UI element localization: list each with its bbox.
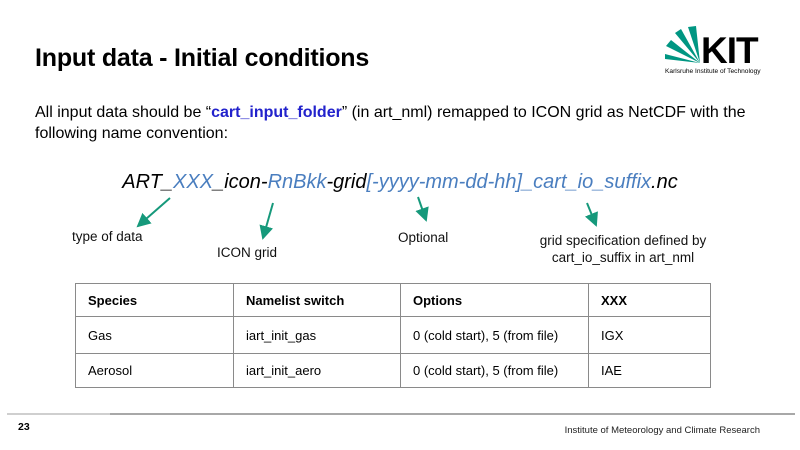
cell-species: Aerosol <box>75 353 234 388</box>
table-row: Aerosol iart_init_aero 0 (cold start), 5… <box>75 353 711 388</box>
filename-seg-xxx: XXX <box>173 171 214 193</box>
intro-after: ” (in art_nml) remapped to ICON grid as … <box>35 104 746 142</box>
cell-xxx: IGX <box>588 316 711 354</box>
cart-input-folder-highlight: cart_input_folder <box>211 104 342 121</box>
annotation-arrows <box>136 196 598 240</box>
filename-seg-nc: .nc <box>651 171 678 193</box>
page-number: 23 <box>18 421 30 433</box>
intro-paragraph: All input data should be “cart_input_fol… <box>35 102 777 144</box>
filename-convention: ART_XXX_icon-RnBkk-grid[-yyyy-mm-dd-hh]_… <box>0 171 800 194</box>
cell-options: 0 (cold start), 5 (from file) <box>400 353 589 388</box>
header-species: Species <box>75 283 234 317</box>
kit-logo-icon: KIT Karlsruhe Institute of Technology <box>665 26 761 75</box>
cell-namelist: iart_init_gas <box>233 316 401 354</box>
annotation-grid-spec-line2: cart_io_suffix in art_nml <box>551 249 695 265</box>
cell-namelist: iart_init_aero <box>233 353 401 388</box>
header-xxx: XXX <box>588 283 711 317</box>
table-row: Gas iart_init_gas 0 (cold start), 5 (fro… <box>75 316 711 354</box>
header-namelist-switch: Namelist switch <box>233 283 401 317</box>
annotation-optional: Optional <box>398 230 449 245</box>
kit-logo: KIT Karlsruhe Institute of Technology <box>660 24 776 76</box>
arrow-icon-grid <box>259 202 274 240</box>
intro-before: All input data should be “ <box>35 104 212 121</box>
cell-xxx: IAE <box>588 353 711 388</box>
filename-seg-icon: _icon- <box>213 171 268 193</box>
filename-seg-rnbkk: RnBkk <box>267 171 327 193</box>
annotation-grid-spec: grid specification defined by cart_io_su… <box>518 233 728 266</box>
footer-divider-left <box>7 413 110 415</box>
filename-seg-date-suffix: [-yyyy-mm-dd-hh]_cart_io_suffix <box>366 171 652 193</box>
kit-logo-text: KIT <box>701 30 759 71</box>
species-table: Species Namelist switch Options XXX Gas … <box>75 283 711 388</box>
annotation-grid-spec-line1: grid specification defined by <box>539 233 707 248</box>
arrow-grid-spec <box>584 202 598 227</box>
cell-species: Gas <box>75 316 234 354</box>
footer-divider <box>110 413 795 415</box>
header-options: Options <box>400 283 589 317</box>
arrow-type-of-data <box>136 197 171 228</box>
cell-options: 0 (cold start), 5 (from file) <box>400 316 589 354</box>
annotation-type-of-data: type of data <box>72 229 143 244</box>
filename-seg-grid: -grid <box>326 171 367 193</box>
annotation-icon-grid: ICON grid <box>217 245 278 260</box>
table-header-row: Species Namelist switch Options XXX <box>75 283 711 317</box>
page-title: Input data - Initial conditions <box>35 44 370 72</box>
filename-seg-art: ART_ <box>122 171 174 193</box>
footer-institute: Institute of Meteorology and Climate Res… <box>564 425 760 436</box>
arrow-optional <box>415 196 429 222</box>
kit-logo-tagline: Karlsruhe Institute of Technology <box>665 68 761 75</box>
